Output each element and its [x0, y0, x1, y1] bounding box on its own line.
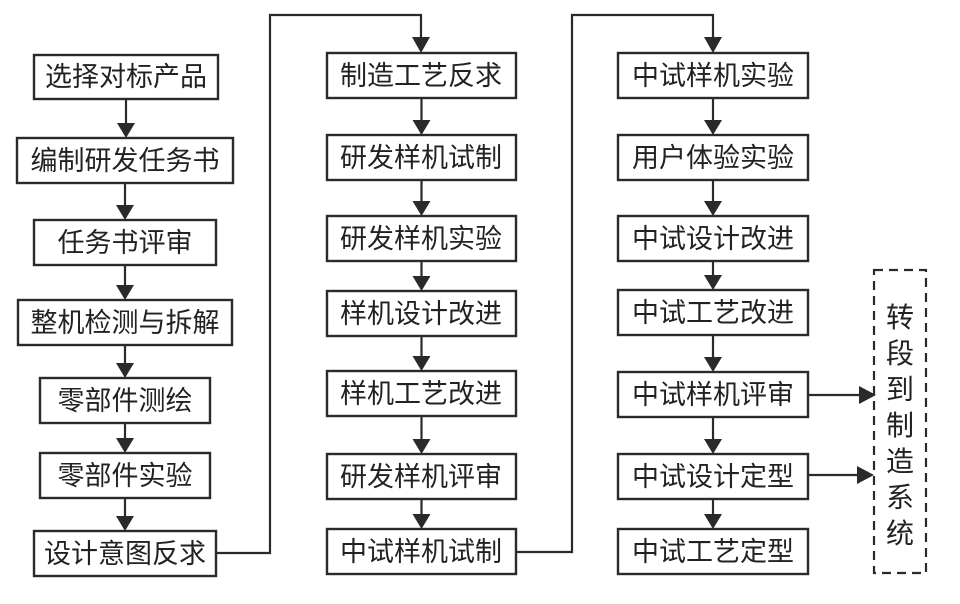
arrow-head-icon [116, 516, 134, 531]
step-node: 样机工艺改进 [325, 369, 518, 418]
step-label: 中试工艺定型 [632, 537, 794, 568]
arrow-head-icon [412, 356, 431, 371]
connector-line [216, 13, 423, 555]
connector-col1-to-col2 [216, 13, 430, 555]
column-prototype-development: 制造工艺反求 研发样机试制 研发样机实验 样机设计改进 样机工艺改进 研发样机评… [325, 51, 518, 576]
step-label: 研发样机实验 [340, 224, 502, 255]
step-label: 选择对标产品 [45, 62, 207, 93]
step-box [616, 133, 810, 182]
step-node: 制造工艺反求 [325, 51, 518, 100]
arrow-head-icon [412, 514, 431, 529]
step-label: 中试设计定型 [632, 462, 794, 493]
step-label: 中试样机实验 [632, 61, 794, 92]
step-box [325, 369, 518, 418]
arrow-head-icon [704, 201, 722, 216]
arrow-head-icon [704, 439, 722, 454]
step-box [616, 51, 810, 100]
connector-line [516, 13, 715, 554]
step-node: 样机设计改进 [325, 289, 518, 338]
step-label: 任务书评审 [58, 228, 193, 259]
step-label: 样机工艺改进 [340, 379, 502, 410]
step-node: 任务书评审 [32, 218, 218, 267]
step-node: 中试工艺改进 [616, 288, 810, 337]
step-label: 中试样机评审 [632, 380, 794, 411]
arrow-head-icon [116, 438, 134, 453]
arrow-head-icon [704, 357, 722, 372]
column-benchmark-analysis: 选择对标产品 编制研发任务书 任务书评审 整机检测与拆解 零部件测绘 零部件实验… [15, 53, 235, 578]
transfer-label: 转段到制造系统 [885, 301, 914, 550]
transfer-node [872, 268, 928, 575]
arrow-head-icon [116, 205, 134, 220]
column-pilot-trial: 中试样机实验 用户体验实验 中试设计改进 中试工艺改进 中试样机评审 中试设计定… [616, 51, 810, 576]
arrow-head-icon [412, 120, 431, 135]
step-box [325, 51, 518, 100]
step-label: 中试样机试制 [340, 537, 502, 568]
step-label: 用户体验实验 [632, 143, 794, 174]
step-node: 研发样机实验 [325, 214, 518, 263]
step-label: 中试设计改进 [632, 224, 794, 255]
step-label: 中试工艺改进 [632, 298, 794, 329]
step-node: 研发样机评审 [325, 452, 518, 501]
step-label: 整机检测与拆解 [31, 308, 220, 339]
step-node: 研发样机试制 [325, 133, 518, 182]
arrow-head-icon [857, 466, 874, 484]
arrow-head-icon [117, 123, 135, 138]
arrow-head-icon [704, 275, 722, 290]
flow-arrows [116, 98, 722, 531]
arrow-head-icon [412, 201, 431, 216]
step-label: 制造工艺反求 [340, 61, 502, 92]
step-node: 整机检测与拆解 [16, 298, 234, 347]
step-box [32, 218, 218, 267]
step-node: 用户体验实验 [616, 133, 810, 182]
step-label: 零部件实验 [58, 461, 193, 492]
step-label: 设计意图反求 [44, 539, 206, 570]
step-node: 零部件测绘 [38, 376, 212, 425]
step-node: 中试样机试制 [325, 527, 518, 576]
connector-col2-to-col3 [516, 13, 722, 554]
step-box [32, 53, 220, 101]
step-node: 设计意图反求 [32, 529, 218, 578]
arrow-head-icon [704, 37, 722, 53]
arrow-head-icon [116, 285, 134, 300]
arrow-head-icon [412, 276, 431, 291]
step-label: 研发样机评审 [340, 462, 502, 493]
step-box [616, 370, 810, 419]
arrow-head-icon [704, 120, 722, 135]
transfer-arrow-review [808, 386, 876, 404]
step-label: 零部件测绘 [58, 386, 193, 417]
step-box [325, 527, 518, 576]
step-label: 编制研发任务书 [31, 146, 220, 177]
step-node: 中试样机评审 [616, 370, 810, 419]
step-box [325, 133, 518, 182]
arrow-head-icon [412, 37, 430, 53]
transfer-box [872, 268, 928, 575]
step-node: 中试设计定型 [616, 452, 810, 501]
step-box [15, 136, 235, 185]
arrow-head-icon [412, 439, 431, 454]
transfer-arrow-design-final [808, 466, 874, 484]
step-node: 编制研发任务书 [15, 136, 235, 185]
step-node: 零部件实验 [38, 451, 212, 500]
step-node: 选择对标产品 [32, 53, 220, 101]
step-node: 中试样机实验 [616, 51, 810, 100]
arrow-head-icon [704, 514, 722, 529]
step-label: 研发样机试制 [340, 143, 502, 174]
step-node: 中试设计改进 [616, 214, 810, 263]
arrow-head-icon [859, 386, 876, 404]
arrow-head-icon [116, 363, 134, 378]
step-node: 中试工艺定型 [616, 527, 810, 576]
step-label: 样机设计改进 [340, 299, 502, 330]
